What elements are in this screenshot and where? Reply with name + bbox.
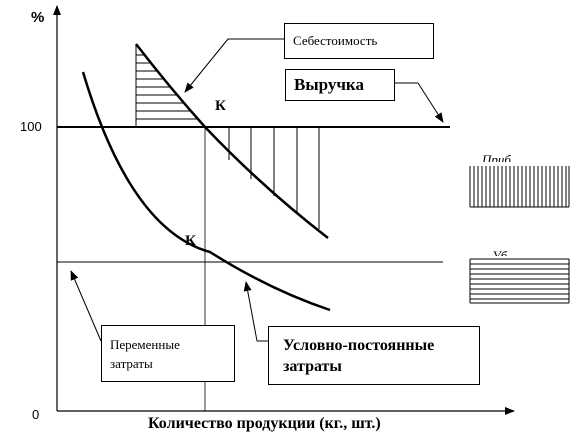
variable-costs-text-line2: затраты [110,356,153,371]
revenue-callout-text: Выручка [294,75,364,94]
fixed-costs-text-line2: затраты [283,358,342,375]
legend-profit-label: Приб [482,152,511,162]
y-axis-unit: % [31,9,45,26]
variable-costs-text-line1: Переменные [110,337,180,352]
break-even-point-upper: К [215,98,226,114]
x-axis-label: Количество продукции (кг., шт.) [148,415,381,432]
fixed-costs-callout: Условно-постоянные затраты [268,326,480,385]
fixed-leader-arrow-tip [243,281,258,342]
cost-callout-text: Себестоимость [293,33,378,48]
variable-costs-callout: Переменные затраты [101,325,235,382]
revenue-leader-arrow-tip [417,82,444,123]
fixed-costs-text-line1: Условно-постоянные [283,337,435,354]
revenue-callout: Выручка [285,69,395,101]
profit-hatch [228,127,320,229]
y-tick-100: 100 [20,119,42,134]
legend-profit-swatch [469,166,570,208]
cost-curve [135,43,329,239]
variable-leader-arrow [70,270,102,342]
break-even-point-lower: К [185,233,196,249]
cost-callout: Себестоимость [284,23,434,59]
cost-hatch [136,54,205,120]
lower-cost-curve [81,71,331,312]
legend-loss-label: Уб [492,248,508,256]
origin-label: 0 [32,407,40,422]
legend-loss-swatch [469,258,570,304]
cost-leader-arrow-tip [184,38,229,93]
